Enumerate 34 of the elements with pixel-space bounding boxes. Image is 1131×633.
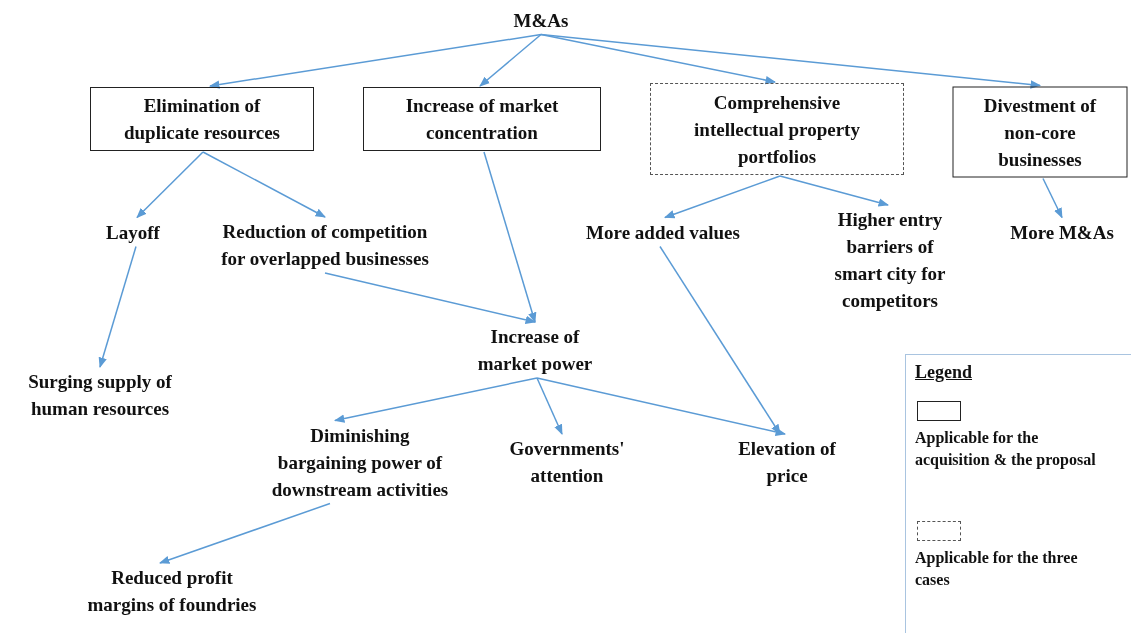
arrow — [202, 151, 326, 218]
arrow — [483, 151, 537, 323]
node-text: Diminishing bargaining power of downstream activities — [265, 421, 455, 503]
arrow — [208, 33, 542, 89]
arrow — [136, 151, 204, 219]
node-text: Higher entry barriers of smart city for competitors — [825, 206, 955, 314]
arrow — [779, 175, 889, 207]
dashed-box: Comprehensive intellectual property portfolios — [650, 83, 904, 175]
node-text: Increase of market power — [470, 323, 600, 377]
process-box: Elimination of duplicate resources — [90, 87, 314, 151]
node-text: Elevation of price — [722, 435, 852, 489]
node-text: Governments' attention — [492, 435, 642, 489]
node-text: Layoff — [93, 218, 173, 246]
arrow — [324, 272, 536, 324]
arrow — [536, 377, 786, 436]
node-text: More added values — [563, 218, 763, 246]
arrow — [1042, 177, 1063, 219]
node-text: More M&As — [997, 218, 1127, 246]
arrow — [540, 33, 777, 85]
node-text: Reduction of competition for overlapped businesses — [210, 218, 440, 272]
arrow — [333, 377, 538, 423]
process-box: Increase of market concentration — [363, 87, 601, 151]
legend-text: Applicable for the acquisition & the proposal — [915, 428, 1097, 471]
arrow — [540, 33, 1042, 89]
node-text: Surging supply of human resources — [5, 368, 195, 422]
node-text: M&As — [496, 6, 586, 34]
arrow — [159, 502, 331, 564]
arrow — [664, 175, 781, 219]
arrow — [536, 377, 563, 435]
legend-title: Legend — [915, 361, 972, 383]
arrow — [98, 245, 137, 368]
arrow — [479, 33, 542, 87]
legend-text: Applicable for the three cases — [915, 548, 1079, 590]
node-text: Reduced profit margins of foundries — [82, 564, 262, 618]
